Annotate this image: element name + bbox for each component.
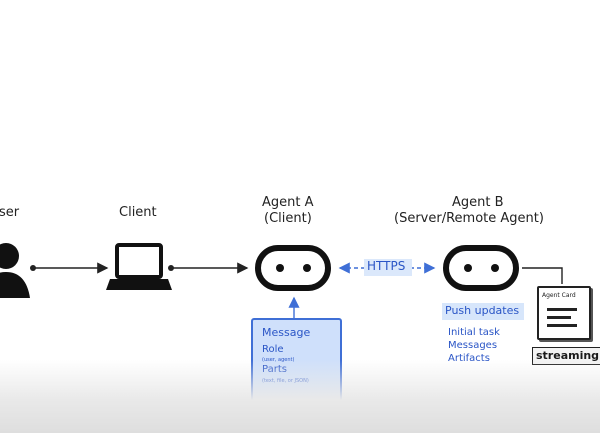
agent-card-title: Agent Card — [542, 292, 576, 299]
agent-card-line — [547, 324, 577, 327]
agent-b-label: Agent B — [452, 195, 504, 210]
agent-a-robot-icon — [255, 245, 331, 291]
user-label: ser — [0, 205, 20, 220]
agent-card-line — [547, 316, 571, 319]
https-label: HTTPS — [367, 259, 406, 273]
message-box: Message Role (user, agent) Parts (text, … — [251, 318, 342, 402]
laptop-icon — [106, 243, 172, 290]
client-label: Client — [119, 205, 157, 220]
streaming-box: streaming: t — [532, 347, 600, 365]
message-parts: Parts — [262, 364, 287, 375]
edge-agent-b-card — [522, 267, 563, 284]
protocol-label: JSON-RPC — [265, 410, 314, 421]
agent-b-sublabel: (Server/Remote Agent) — [394, 211, 544, 226]
agent-card: Agent Card — [537, 286, 591, 340]
user-icon — [0, 243, 30, 298]
agent-card-line — [547, 308, 577, 311]
https-highlight — [364, 259, 412, 276]
message-title: Message — [262, 326, 311, 339]
push-item: Initial task — [448, 327, 500, 338]
push-item: Messages — [448, 340, 498, 351]
push-updates-title: Push updates — [445, 304, 520, 317]
agent-a-label: Agent A — [262, 195, 314, 210]
edge-client-agent-a — [168, 262, 249, 274]
streaming-label: streaming: t — [536, 349, 600, 362]
message-parts-sub: (text, file, or JSON) — [262, 378, 309, 384]
agent-a-sublabel: (Client) — [264, 211, 312, 226]
agent-b-robot-icon — [443, 245, 519, 291]
edge-user-client — [30, 262, 109, 274]
message-role-sub: (user, agent) — [262, 357, 295, 363]
push-item: Artifacts — [448, 353, 490, 364]
push-updates-highlight — [442, 303, 524, 320]
message-role: Role — [262, 344, 284, 355]
